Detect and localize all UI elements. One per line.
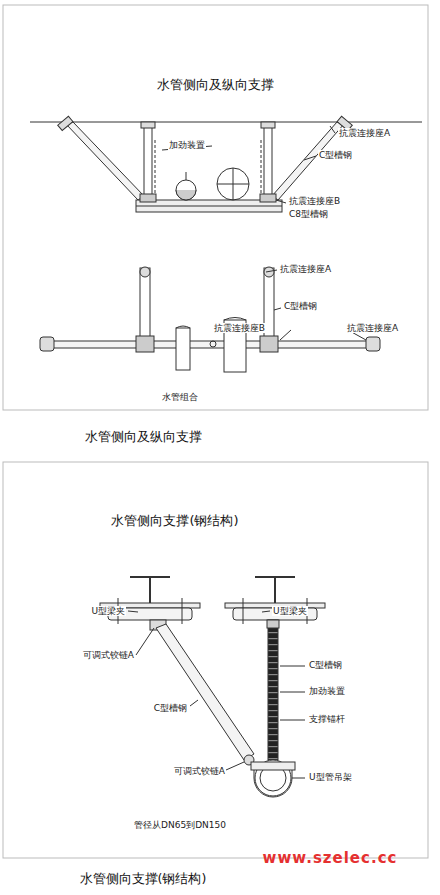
part-label: 抗震连接座B bbox=[288, 196, 341, 206]
part-label: 可调式铰链A bbox=[173, 766, 226, 776]
part-label: 可调式铰链A bbox=[82, 650, 135, 660]
part-label: 抗震连接座A bbox=[279, 264, 332, 274]
part-label: U型梁夹 bbox=[272, 606, 308, 616]
part-label: C型槽钢 bbox=[308, 660, 343, 670]
panel-title: 水管侧向支撑(钢结构) bbox=[110, 514, 239, 529]
part-label: U型梁夹 bbox=[90, 606, 126, 616]
part-label: 水管组合 bbox=[161, 392, 199, 402]
part-label: 抗震连接座A bbox=[338, 128, 391, 138]
part-label: C型槽钢 bbox=[283, 301, 318, 311]
part-label: 加劲装置 bbox=[308, 686, 346, 696]
watermark: www.szelec.cc bbox=[262, 850, 399, 867]
panel-title: 水管侧向及纵向支撑 bbox=[156, 78, 275, 93]
part-label: 抗震连接座A bbox=[346, 323, 399, 333]
part-label: C型槽钢 bbox=[153, 703, 188, 713]
caption: 水管侧向及纵向支撑 bbox=[84, 430, 203, 444]
part-label: 加劲装置 bbox=[168, 140, 206, 150]
part-label: C8型槽钢 bbox=[288, 209, 329, 219]
caption: 水管侧向支撑(钢结构) bbox=[79, 872, 208, 886]
part-label: 管径从DN65到DN150 bbox=[133, 820, 227, 830]
part-label: C型槽钢 bbox=[318, 150, 353, 160]
part-label: 抗震连接座B bbox=[213, 323, 266, 333]
part-label: U型管吊架 bbox=[308, 772, 353, 782]
part-label: 支撑锚杆 bbox=[308, 714, 346, 724]
